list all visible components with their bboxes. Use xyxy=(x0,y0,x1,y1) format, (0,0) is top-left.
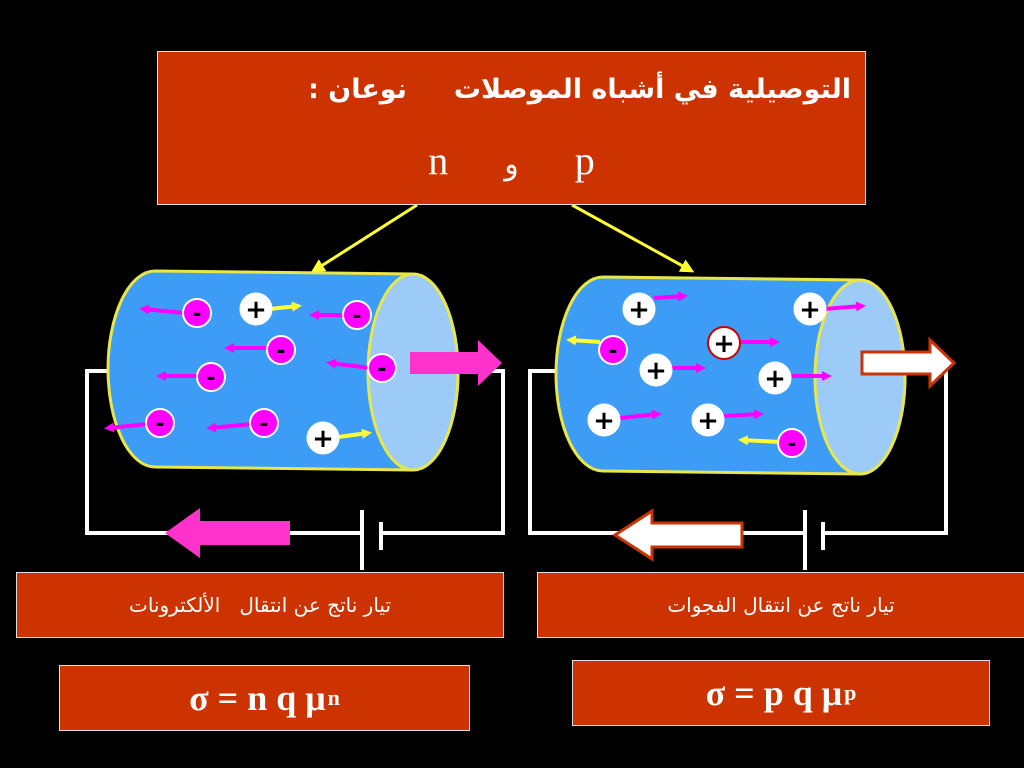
svg-text:+: + xyxy=(799,295,821,325)
hole-icon xyxy=(306,421,340,455)
hole-icon xyxy=(758,361,792,395)
connector-left xyxy=(310,203,418,273)
caption-holes: تيار ناتج عن انتقال الفجوات xyxy=(537,572,1024,638)
title-box: التوصيلية في أشباه الموصلات نوعان : n و … xyxy=(157,51,866,205)
title-text: التوصيلية في أشباه الموصلات نوعان : xyxy=(307,74,851,105)
electron-labels-left: - - - - - - - xyxy=(155,302,386,437)
hole-icon xyxy=(793,292,827,326)
svg-text:-: - xyxy=(276,339,285,364)
svg-text:-: - xyxy=(206,366,215,391)
electron-icon xyxy=(182,298,212,328)
svg-text:+: + xyxy=(645,356,667,386)
svg-text:+: + xyxy=(312,424,334,454)
svg-text:-: - xyxy=(352,304,361,329)
hole-icon xyxy=(707,326,741,360)
svg-text:+: + xyxy=(697,406,719,436)
caption-electrons: تيار ناتج عن انتقال الألكترونات xyxy=(16,572,504,638)
electron-icon xyxy=(266,335,296,365)
electron-icon xyxy=(249,408,279,438)
svg-text:-: - xyxy=(787,432,796,457)
holes-right xyxy=(619,291,866,420)
formula-electrons-sub: n xyxy=(327,685,340,710)
electron-icon xyxy=(777,428,807,458)
type-conjunction: و xyxy=(504,147,519,182)
svg-text:+: + xyxy=(713,329,735,359)
current-arrow-icon xyxy=(860,336,957,390)
svg-text:-: - xyxy=(608,339,617,364)
current-arrow-icon xyxy=(612,508,744,562)
electrons-right xyxy=(566,335,781,446)
svg-text:-: - xyxy=(259,412,268,437)
hole-icons-right xyxy=(587,292,827,437)
formula-electrons-main: σ = n q μ xyxy=(189,678,326,718)
p-type-cylinder xyxy=(554,275,907,476)
hole-icon xyxy=(622,292,656,326)
current-arrow-icon xyxy=(165,508,290,558)
hole-icon xyxy=(639,353,673,387)
svg-text:+: + xyxy=(764,364,786,394)
formula-holes-main: σ = p q μ xyxy=(705,673,843,713)
svg-text:+: + xyxy=(593,406,615,436)
circuit-left xyxy=(85,369,505,570)
hole-icon xyxy=(239,292,273,326)
connector-right xyxy=(571,203,695,273)
hole-icons-left xyxy=(239,292,340,455)
svg-text:-: - xyxy=(155,412,164,437)
electron-icon xyxy=(145,408,175,438)
svg-text:-: - xyxy=(377,357,386,382)
type-n: n xyxy=(428,138,449,183)
hole-icon xyxy=(691,403,725,437)
electron-icon xyxy=(196,362,226,392)
current-arrow-icon xyxy=(410,340,502,386)
electrons-left xyxy=(104,304,371,433)
n-type-cylinder xyxy=(106,269,460,472)
electron-icon xyxy=(367,353,397,383)
svg-text:+: + xyxy=(628,295,650,325)
svg-text:-: - xyxy=(192,302,201,327)
semiconductor-types: n و p xyxy=(158,137,865,184)
holes-left xyxy=(269,301,372,439)
svg-text:+: + xyxy=(245,295,267,325)
electron-icon xyxy=(342,300,372,330)
hole-icon xyxy=(587,403,621,437)
type-p: p xyxy=(574,138,595,183)
electron-icons-left xyxy=(145,298,397,438)
electron-icon xyxy=(598,335,628,365)
formula-holes-sub: p xyxy=(844,680,857,705)
